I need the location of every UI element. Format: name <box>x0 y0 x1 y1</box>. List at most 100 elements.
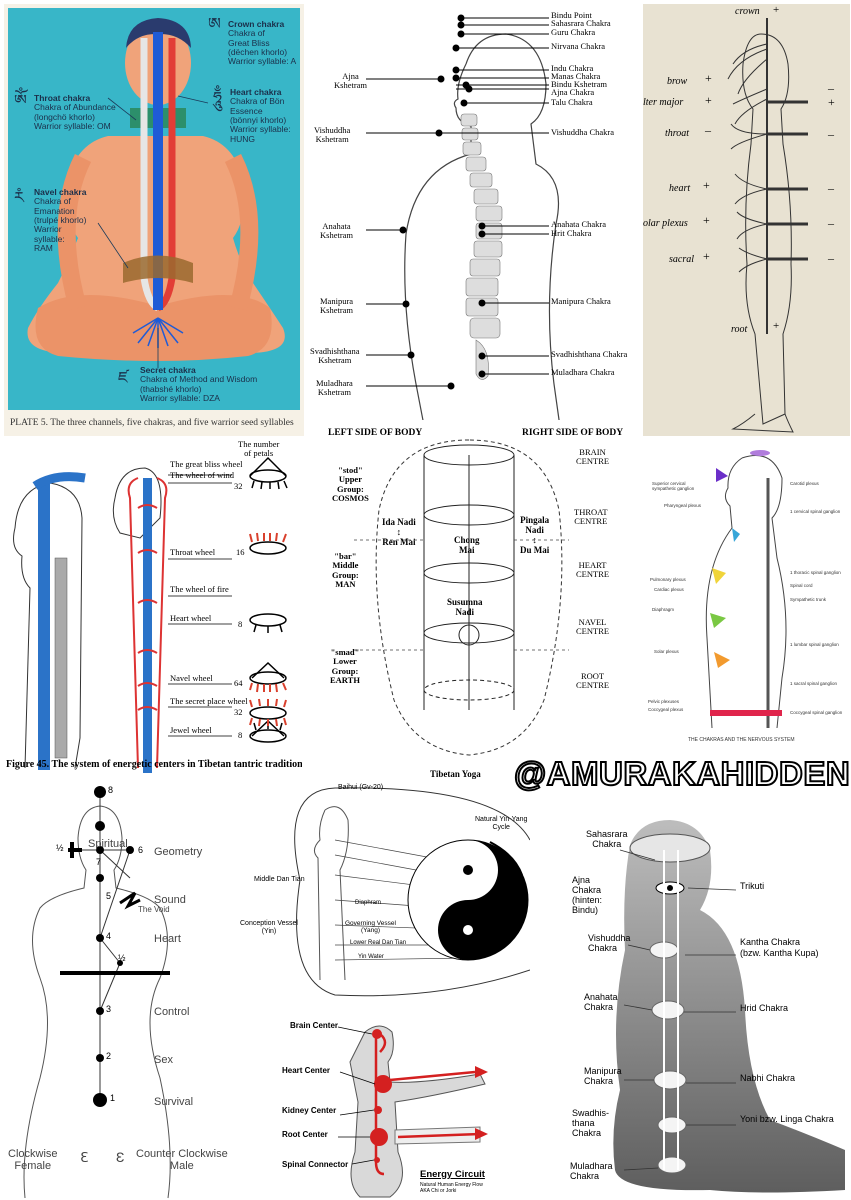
brow-label: brow <box>667 76 688 87</box>
brow-right-sign: – <box>828 81 834 95</box>
petals-8-jewel: 8 <box>238 730 243 740</box>
spinal-connector-label: Spinal Connector <box>282 1160 349 1169</box>
sitting-figure-drawing <box>613 820 845 1193</box>
head-and-channels-drawing <box>13 456 288 773</box>
standing-figure-drawing <box>727 18 808 433</box>
hrid-chakra-label: Hrid Chakra <box>740 1003 789 1013</box>
petals-32-secret: 32 <box>234 707 243 717</box>
sacral-left-sign: + <box>703 249 710 263</box>
kantha-kupa-label: (bzw. Kantha Kupa) <box>740 948 819 958</box>
ida-nadi-label: Ida Nadi↕Ren Mai <box>382 517 416 547</box>
sympathetic-trunk-label: Sympathetic trunk <box>790 597 827 602</box>
heart-wheel-label: Heart wheel <box>170 613 212 623</box>
kidney-center-label: Kidney Center <box>282 1106 337 1115</box>
right-side-label: RIGHT SIDE OF BODY <box>522 428 624 438</box>
clockwise-arrow-icon: ℇ <box>80 1149 89 1165</box>
sacral-ganglion-label: 1 sacral spinal ganglion <box>790 681 838 686</box>
yin-yang-drawing <box>294 787 530 997</box>
survival-label: Survival <box>154 1096 194 1108</box>
petals-32-top: 32 <box>234 481 243 491</box>
level-8: 8 <box>108 785 114 795</box>
cervical-ganglion-label: 1 cervical spinal ganglion <box>790 509 841 514</box>
void-label: The Void <box>138 905 170 914</box>
yin-water-label: Yin Water <box>358 954 384 960</box>
level-2: 2 <box>106 1051 112 1061</box>
solar-plexus-label: olar plexus <box>643 218 688 229</box>
spinal-cord-label: Spinal cord <box>790 583 813 588</box>
svadhishthana-label: Svadhishthana Chakra <box>551 349 628 359</box>
throat-syllable-glyph: ཨོཾ <box>14 93 27 110</box>
anahata-label: Anahata Chakra <box>551 219 606 229</box>
diaphragm-label: Diaphragm <box>652 607 675 612</box>
carotid-label: Carotid plexus <box>790 481 819 486</box>
lower-dan-tian-label: Lower Real Dan Tian <box>350 940 407 946</box>
solar-right-sign: – <box>828 216 834 230</box>
throat-left-sign: – <box>705 123 711 137</box>
panel-chakra-signs: crown + brow lter major throat heart ola… <box>643 4 850 436</box>
panel-tibetan-yoga-nadis: LEFT SIDE OF BODY RIGHT SIDE OF BODY "st… <box>304 420 640 780</box>
level-half-upper: ½ <box>56 843 64 853</box>
heart-right-sign: – <box>828 181 834 195</box>
panel-energy-circuit: Brain Center Heart Center Kidney Center … <box>280 1012 520 1200</box>
pharyngeal-label: Pharyngeal plexus <box>664 503 702 508</box>
brain-center-label: Brain Center <box>290 1021 339 1030</box>
sacral-right-sign: – <box>828 251 834 265</box>
watermark-handle: @AMURAKAHIDDEN <box>513 754 851 793</box>
sex-label: Sex <box>154 1054 173 1066</box>
petals-16: 16 <box>236 547 245 557</box>
conception-vessel-label: Conception Vessel(Yin) <box>240 920 298 935</box>
wind-wheel-label: The wheel of wind <box>170 470 234 480</box>
solar-plexus-nerve-label: Solar plexus <box>654 649 679 654</box>
alter-right-sign: + <box>828 95 835 109</box>
nadi-cylinder-drawing <box>354 439 569 756</box>
figure-45-caption: Figure 45. The system of energetic cente… <box>6 759 302 770</box>
diaphram-label: Diaphram <box>355 900 382 906</box>
spiritual-label: Spiritual <box>88 838 128 850</box>
coccygeal-plexus-label: Coccygeal plexus <box>648 707 684 712</box>
heart-center-label: Heart Center <box>282 1066 331 1075</box>
petals-64: 64 <box>234 678 243 688</box>
vishuddha-label: Vishuddha Chakra <box>551 127 614 137</box>
kantha-chakra-label: Kantha Chakra <box>740 937 801 947</box>
root-center-label: Root Center <box>282 1130 328 1139</box>
throat-chakra-label: Throat chakra Chakra of Abundance(longch… <box>34 93 116 132</box>
petals-8-heart: 8 <box>238 619 243 629</box>
bindu-point-label: Bindu Point <box>551 10 592 20</box>
level-1: 1 <box>110 1093 116 1103</box>
meditating-figure-drawing <box>27 18 285 368</box>
sahasrara-label: Sahasrara Chakra <box>551 18 611 28</box>
solar-left-sign: + <box>703 213 710 227</box>
tibetan-yoga-title: Tibetan Yoga <box>430 769 481 779</box>
nervous-system-caption: THE CHAKRAS AND THE NERVOUS SYSTEM <box>688 737 795 743</box>
manipura-label: Manipura Chakra <box>551 296 611 306</box>
root-label: root <box>731 324 748 335</box>
energy-circuit-title: Energy Circuit <box>420 1169 485 1180</box>
throat-wheel-label: Throat wheel <box>170 547 216 557</box>
crown-syllable-glyph: ཨ <box>208 16 221 33</box>
bindu-kshetram-label: Bindu Kshetram <box>551 79 607 89</box>
body-outline-drawing <box>23 786 171 1199</box>
nervous-system-drawing <box>705 450 787 729</box>
heart-syllable-glyph: ཧཱུྃ <box>213 90 222 107</box>
hrit-label: Hrit Chakra <box>551 228 592 238</box>
level-6: 6 <box>138 845 144 855</box>
left-side-label: LEFT SIDE OF BODY <box>328 428 423 438</box>
